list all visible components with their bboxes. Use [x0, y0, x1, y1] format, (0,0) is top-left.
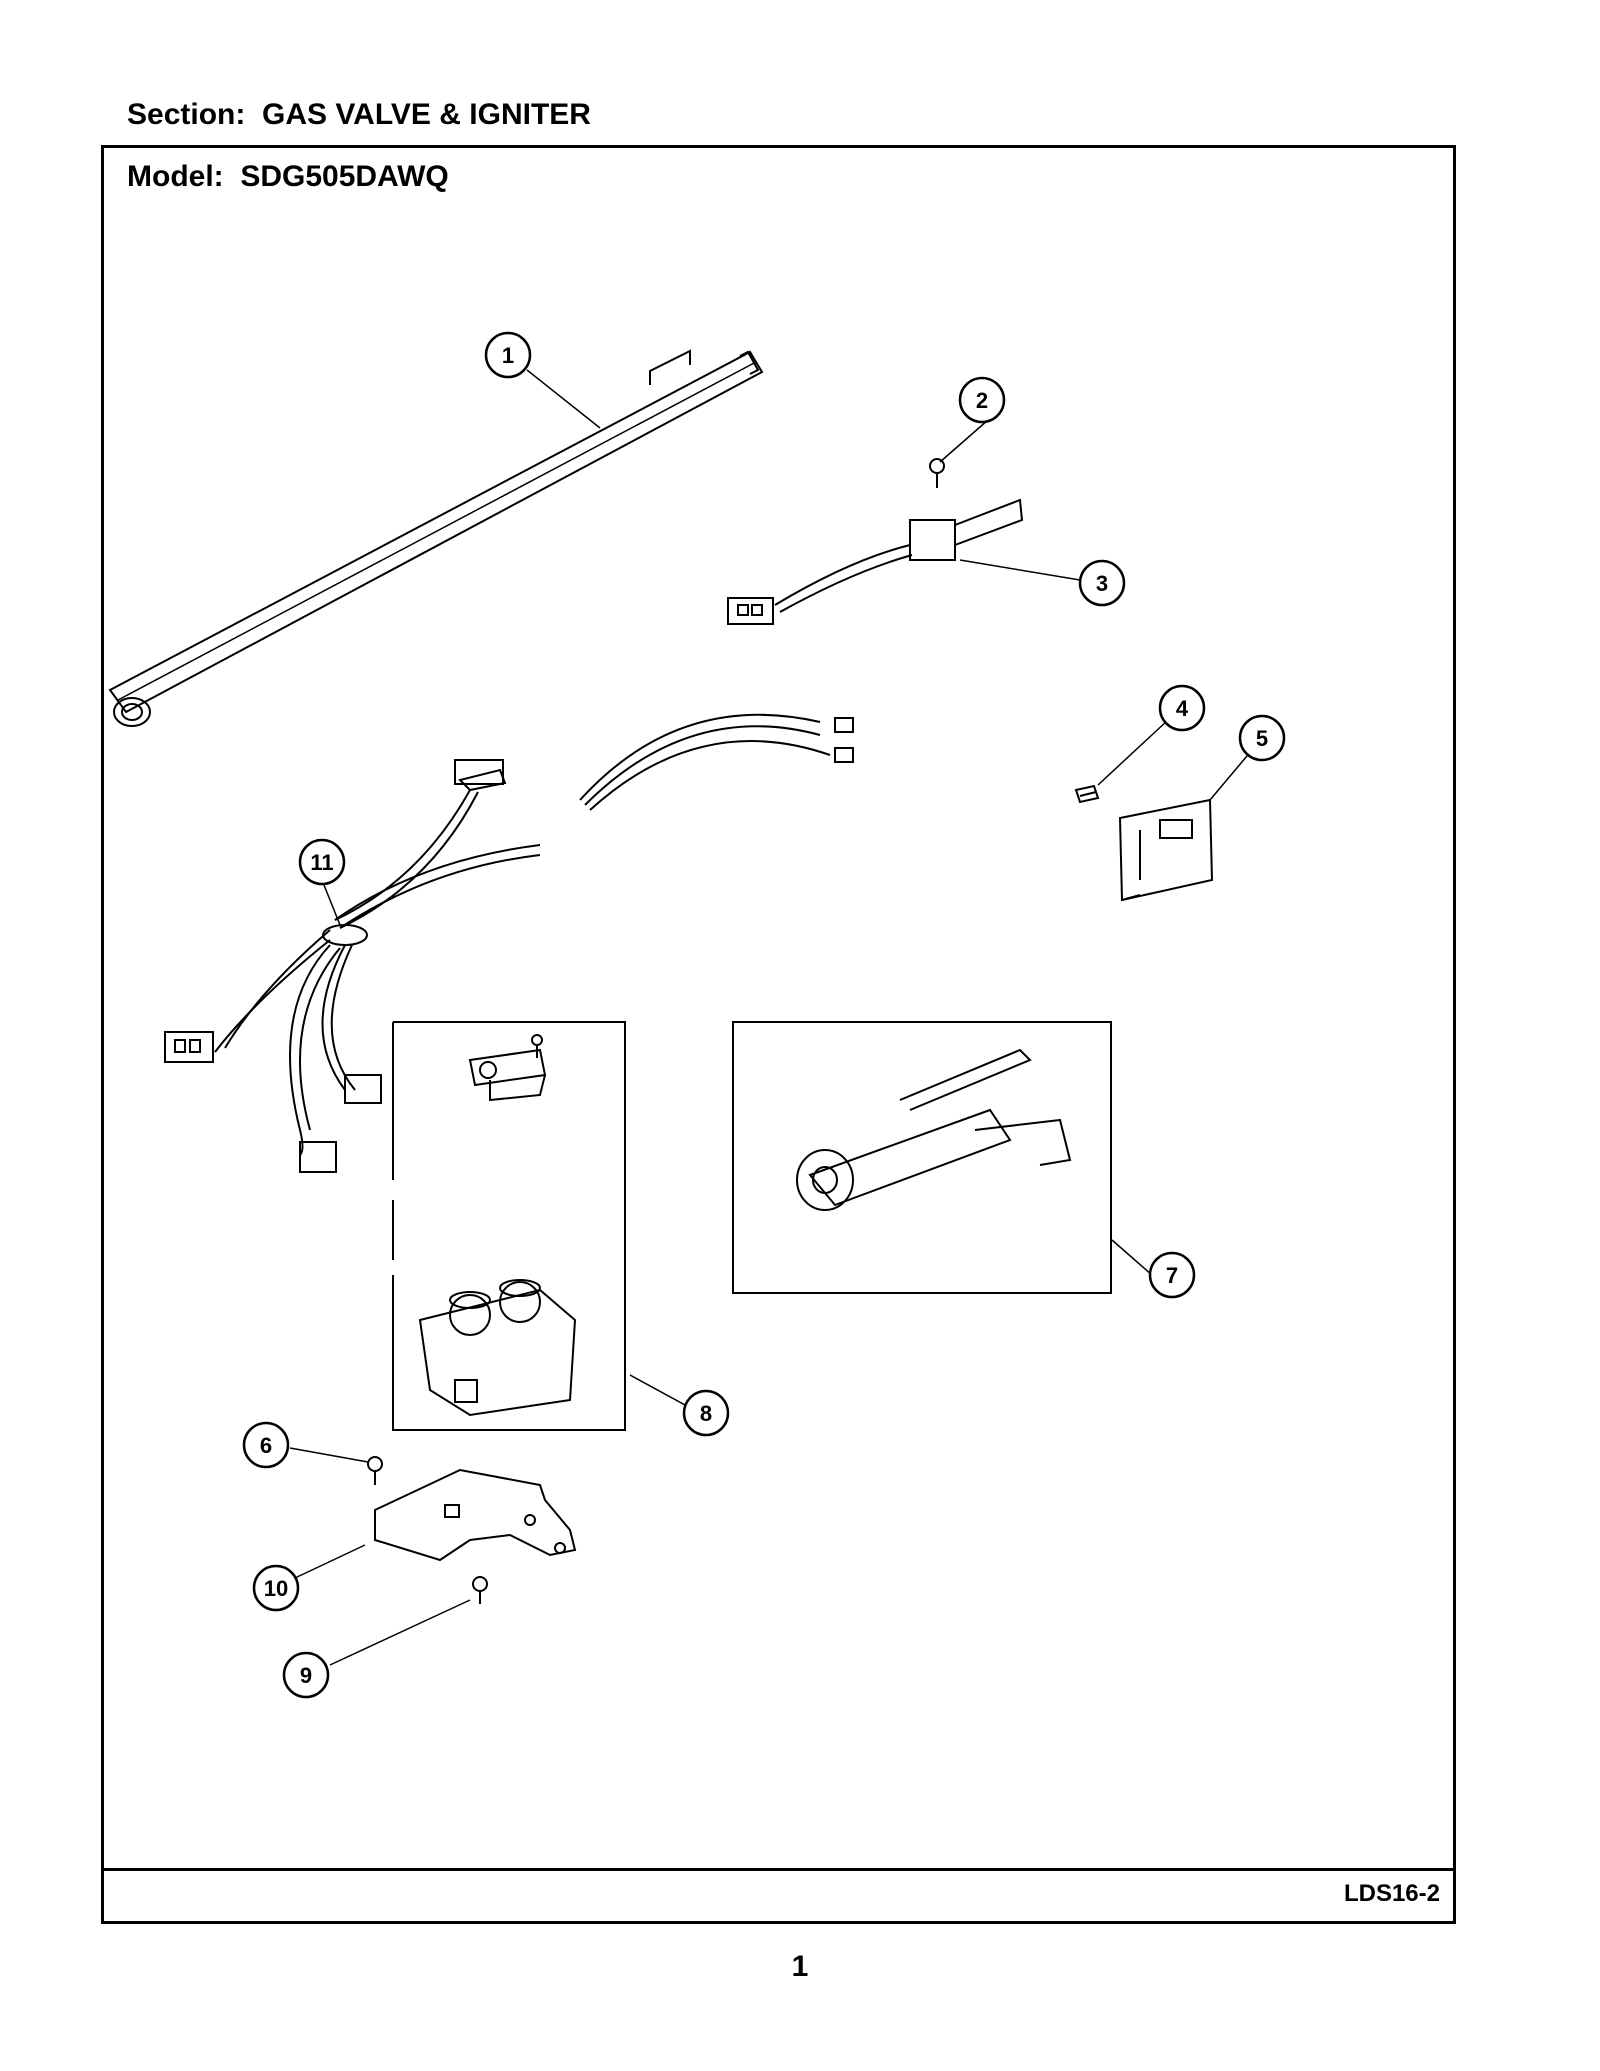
- section-value: GAS VALVE & IGNITER: [262, 98, 591, 131]
- svg-text:8: 8: [700, 1401, 712, 1426]
- svg-text:5: 5: [1256, 726, 1268, 751]
- svg-text:4: 4: [1176, 696, 1189, 721]
- callout-4: 4: [1158, 684, 1206, 732]
- callout-1: 1: [484, 331, 532, 379]
- svg-text:10: 10: [264, 1576, 288, 1601]
- wire-harness-part: [164, 759, 541, 1173]
- diagram-frame: [101, 145, 1456, 1924]
- leader-lines: [289, 369, 1253, 1666]
- burner-orifice-group: [732, 1021, 1112, 1294]
- lead-wires: [579, 713, 854, 811]
- svg-text:1: 1: [502, 343, 514, 368]
- igniter-part: [727, 498, 1024, 625]
- mounting-plate-part: [374, 1468, 577, 1562]
- section-title: Section: GAS VALVE & IGNITER: [127, 98, 591, 132]
- page-number: 1: [791, 1950, 809, 1983]
- callout-10: 10: [252, 1564, 300, 1612]
- screw-part-4: [1074, 784, 1100, 804]
- model-value: SDG505DAWQ: [240, 160, 449, 193]
- callout-6: 6: [242, 1421, 290, 1469]
- callout-group: 1 2 3 4 5 6 7 8: [242, 331, 1286, 1699]
- svg-text:2: 2: [976, 388, 988, 413]
- screw-part-2: [929, 458, 945, 488]
- callout-8: 8: [682, 1389, 730, 1437]
- callout-11: 11: [298, 838, 346, 886]
- section-label: Section:: [127, 98, 246, 131]
- bracket-part: [1118, 798, 1214, 902]
- footer-divider: [101, 1868, 1456, 1871]
- screw-part-9: [472, 1576, 488, 1604]
- callout-5: 5: [1238, 714, 1286, 762]
- diagram-code: LDS16-2: [1343, 1880, 1440, 1907]
- model-title: Model: SDG505DAWQ: [127, 160, 449, 194]
- svg-text:3: 3: [1096, 571, 1108, 596]
- svg-text:9: 9: [300, 1663, 312, 1688]
- gas-valve-group: [392, 1021, 626, 1431]
- callout-7: 7: [1148, 1251, 1196, 1299]
- svg-text:7: 7: [1166, 1263, 1178, 1288]
- screw-part-6: [367, 1456, 383, 1485]
- model-label: Model:: [127, 160, 224, 193]
- callout-3: 3: [1078, 559, 1126, 607]
- burner-tube-part: [108, 349, 764, 727]
- callout-2: 2: [958, 376, 1006, 424]
- svg-text:11: 11: [310, 850, 333, 875]
- svg-text:6: 6: [260, 1433, 272, 1458]
- callout-9: 9: [282, 1651, 330, 1699]
